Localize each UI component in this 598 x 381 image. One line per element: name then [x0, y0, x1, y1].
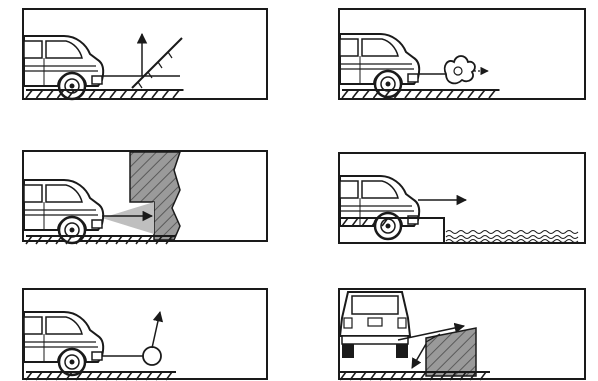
ramp-line [131, 37, 183, 89]
sensor-wave-scene [338, 8, 586, 100]
ledge-edge [340, 217, 445, 242]
panel-pole-obstacle [22, 288, 268, 381]
cloud-icon [443, 55, 476, 85]
ramp-incline-scene [22, 8, 268, 101]
panel-side-obstacle [338, 288, 586, 381]
wall-beam-scene [22, 150, 268, 245]
right-arrow-icon [397, 322, 466, 341]
down-arrow-icon [411, 343, 427, 369]
ledge-hatch [341, 217, 389, 227]
ledge-drop-scene [338, 152, 586, 244]
pole-obstacle-scene [22, 288, 268, 381]
panel-sensor-wave [338, 8, 586, 100]
car-rear-icon [338, 291, 412, 358]
up-arrow-icon [151, 310, 164, 349]
panel-wall-beam [22, 150, 268, 245]
ramp-hatch [137, 51, 173, 89]
sensor-beam [102, 202, 154, 234]
water-icon [445, 230, 579, 243]
panel-ledge-drop [338, 152, 586, 244]
contact-line [425, 333, 441, 343]
wall-icon [129, 151, 182, 241]
ball-icon [142, 346, 162, 366]
panel-ramp-incline [22, 8, 268, 101]
side-obstacle-scene [338, 288, 586, 381]
